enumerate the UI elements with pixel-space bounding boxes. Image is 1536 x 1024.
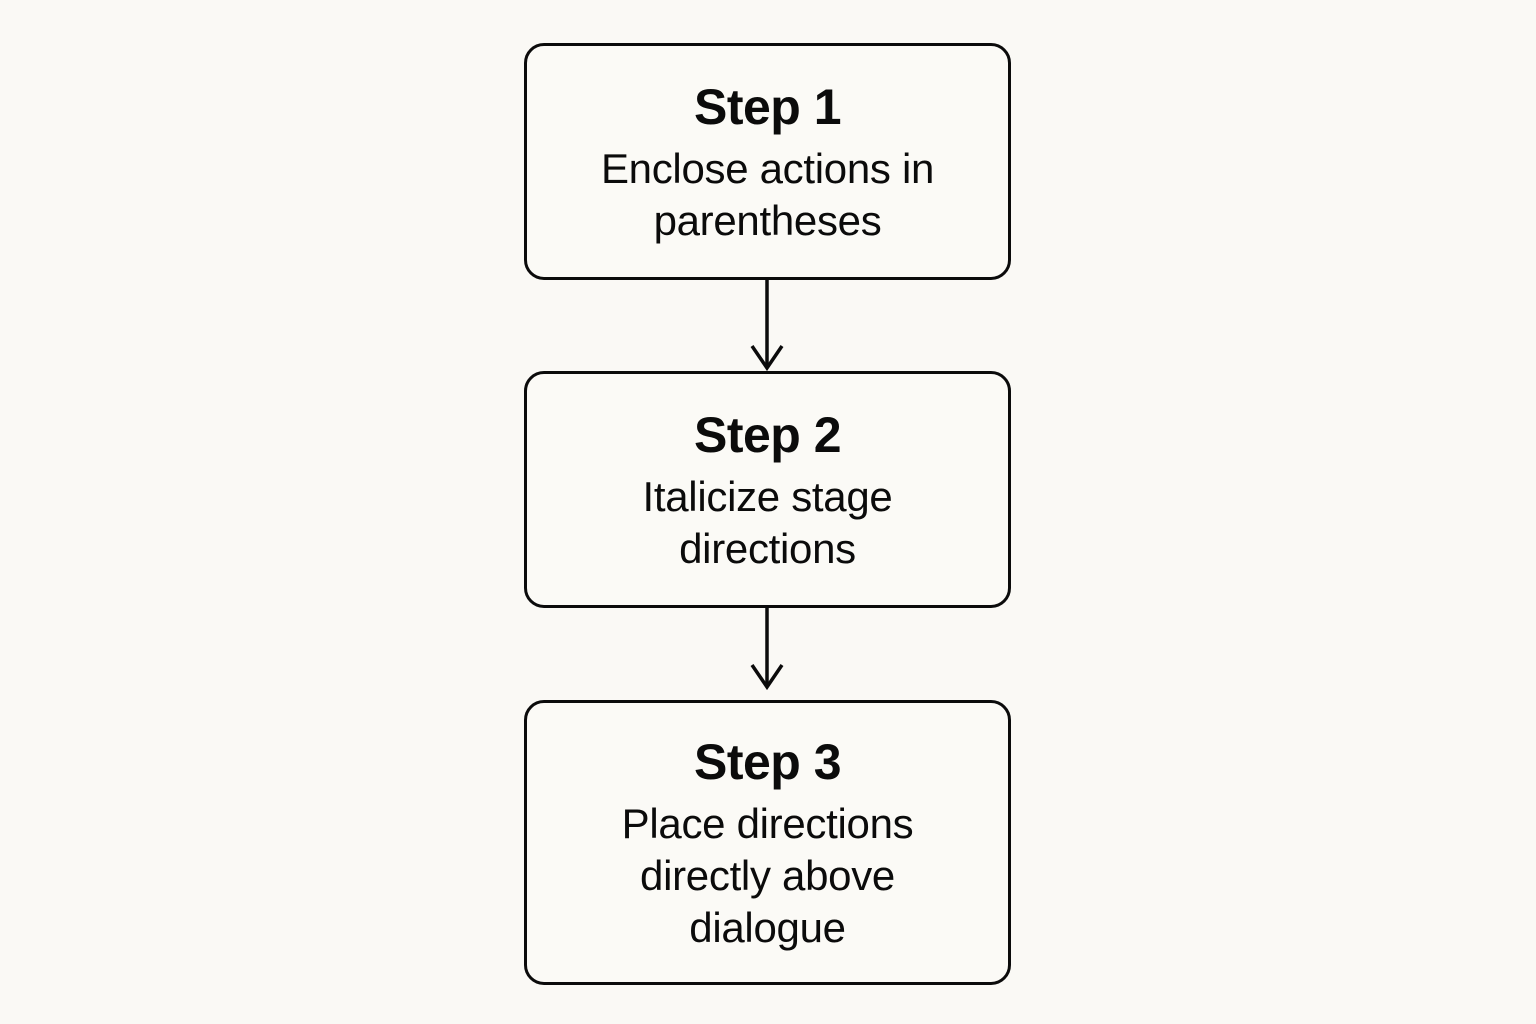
flow-node-step-2[interactable]: Step 2 Italicize stage directions (524, 371, 1011, 608)
step-1-title: Step 1 (693, 78, 842, 135)
flow-node-step-1[interactable]: Step 1 Enclose actions in parentheses (524, 43, 1011, 280)
step-2-description: Italicize stage directions (642, 472, 893, 572)
connector-step-2-to-step-3 (737, 608, 797, 700)
step-2-title: Step 2 (693, 406, 842, 463)
step-3-description: Place directions directly above dialogue (621, 799, 914, 951)
flow-node-step-3[interactable]: Step 3 Place directions directly above d… (524, 700, 1011, 985)
connector-step-1-to-step-2 (737, 280, 797, 371)
step-3-title: Step 3 (693, 733, 842, 790)
down-arrow-icon (750, 280, 784, 371)
down-arrow-icon (750, 608, 784, 691)
step-1-description: Enclose actions in parentheses (600, 144, 935, 244)
